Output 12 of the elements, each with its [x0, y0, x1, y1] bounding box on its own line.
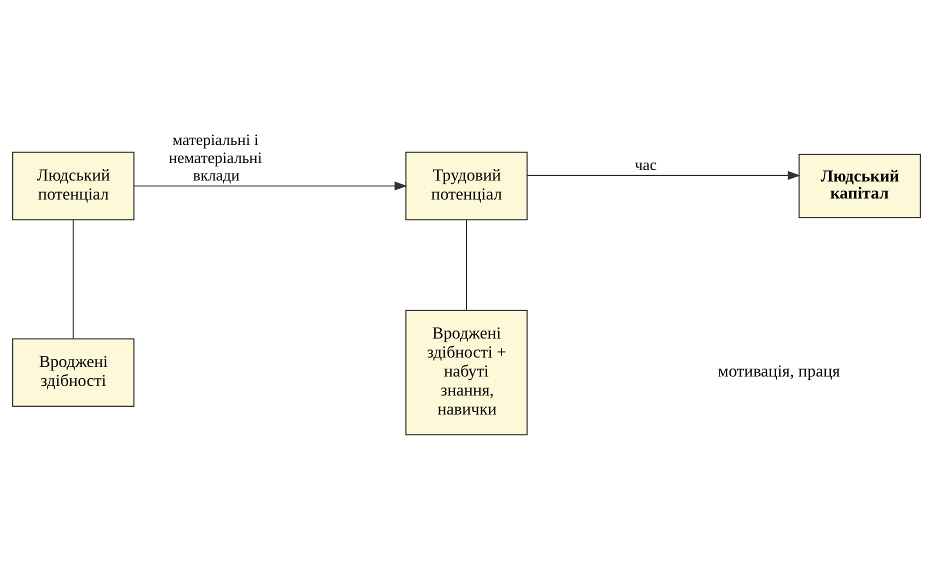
edge-label: матеріальні і нематеріальні вклади — [168, 131, 262, 184]
connector — [466, 219, 468, 310]
node-box: Людський капітал — [798, 153, 921, 218]
node-box: Вроджені здібності — [12, 338, 134, 406]
arrow — [528, 170, 800, 180]
node-box: Людський потенціал — [12, 151, 134, 220]
connector — [72, 219, 74, 338]
edge-label: час — [634, 156, 657, 174]
arrow — [134, 181, 408, 190]
label: мотивація, праця — [718, 361, 840, 380]
node-box: Вроджені здібності + набуті знання, навички — [405, 309, 528, 435]
node-box: Трудовий потенціал — [405, 151, 528, 220]
